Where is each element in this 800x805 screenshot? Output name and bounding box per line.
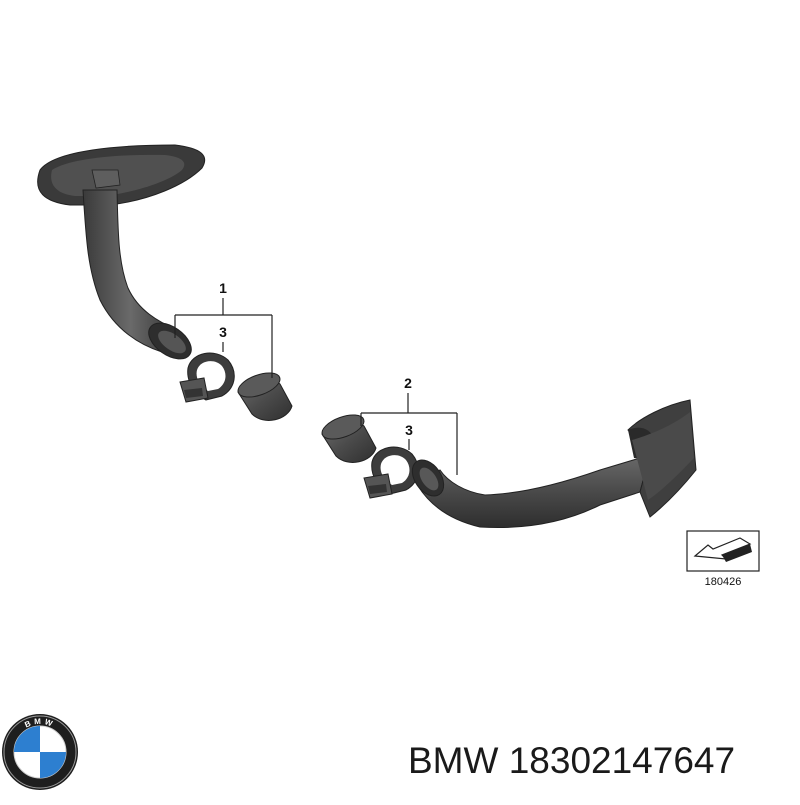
part-number: 18302147647: [508, 740, 736, 781]
callout-part-3-left: 3: [219, 324, 227, 340]
callout-part-2: 2: [404, 375, 412, 391]
right-sleeve: [321, 414, 377, 463]
callout-part-3-right: 3: [405, 422, 413, 438]
bmw-logo: BMW: [2, 714, 78, 790]
callout-part-1: 1: [219, 280, 227, 296]
right-exhaust-pipe: [411, 399, 697, 528]
arrow-shadow-icon: [722, 544, 752, 562]
logo-blue-quadrant-icon: [14, 726, 40, 752]
part-caption: BMW 18302147647: [408, 738, 735, 784]
left-exhaust-pipe: [37, 144, 206, 360]
left-clamp: [179, 352, 235, 403]
left-sleeve: [237, 372, 293, 421]
reference-number: 180426: [705, 576, 742, 588]
callout-lines: [174, 298, 458, 475]
logo-blue-quadrant-icon: [40, 752, 66, 778]
callouts: 1 3 2 3: [219, 280, 413, 438]
reference-box: 180426: [686, 530, 760, 588]
right-clamp: [363, 446, 419, 499]
brand-name: BMW: [408, 740, 499, 781]
logo-lettering: BMW: [23, 717, 56, 730]
